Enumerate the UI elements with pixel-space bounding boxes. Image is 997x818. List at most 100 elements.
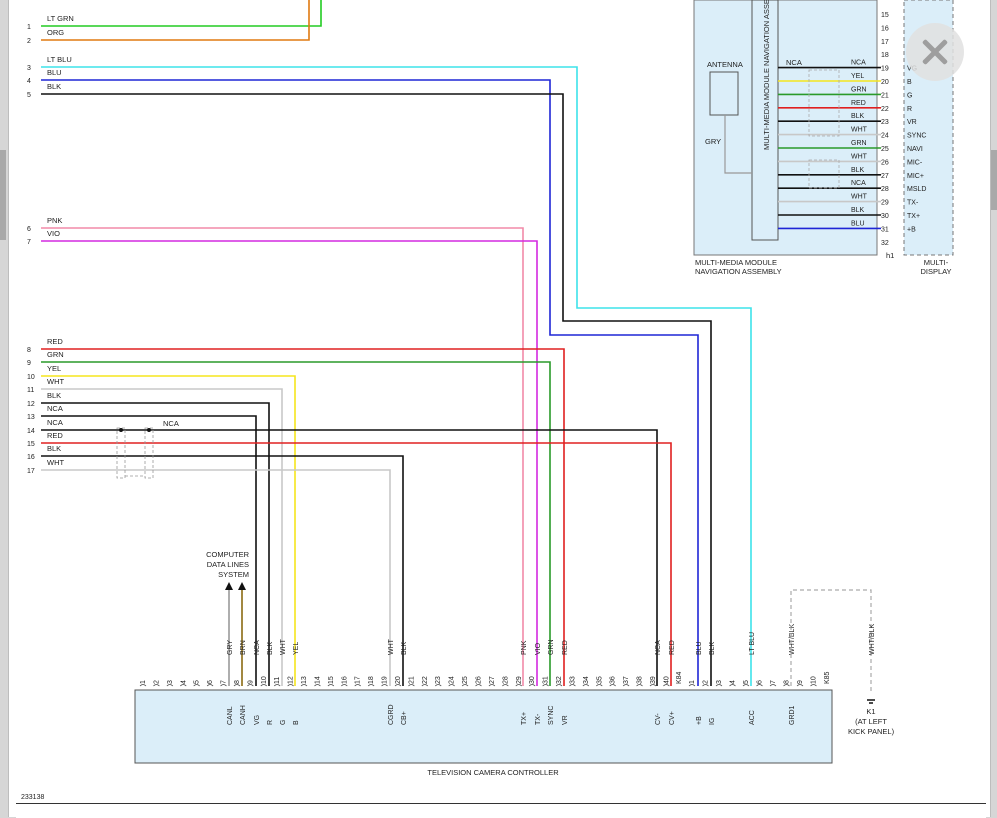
nav-title: MULTI-MEDIA MODULE <box>695 258 777 267</box>
display-pin-number: 16 <box>881 25 889 32</box>
nav-nca-label: NCA <box>786 58 802 67</box>
nav-box <box>693 0 878 256</box>
tcc-pin-number: 22 <box>422 676 429 684</box>
tcc-title: TELEVISION CAMERA CONTROLLER <box>427 768 559 777</box>
tcc-pin-number: 40 <box>663 676 670 684</box>
left-wire-color-label: VIO <box>47 229 60 238</box>
tcc-wire-color: PNK <box>521 640 528 655</box>
pin-socket <box>595 684 603 687</box>
display-pin-number: 19 <box>881 66 889 73</box>
nav-module-title: MULTI-MEDIA MODULE NAVIGATION ASSEMBLY <box>762 0 771 150</box>
tcc-pin-number: 1 <box>689 680 696 684</box>
display-pin-number: 31 <box>881 226 889 233</box>
tcc-box <box>134 689 833 764</box>
ground-wire-color: WHT/BLK <box>869 624 876 655</box>
tcc-pin-function: GRD1 <box>789 705 796 725</box>
pin-socket <box>314 684 321 687</box>
wire-wht-blk-ground <box>790 589 872 694</box>
wire-red-cv <box>41 442 672 686</box>
wire-org <box>41 0 310 41</box>
tcc-pin-number: 9 <box>797 680 804 684</box>
nav-wire-color: WHT <box>851 127 868 134</box>
pin-socket <box>179 684 187 687</box>
tcc-wire-color: LT BLU <box>749 632 756 655</box>
tcc-wire-color: WHT <box>388 638 395 655</box>
display-pin-function: B <box>907 79 912 86</box>
tcc-pin-number: 26 <box>476 676 483 684</box>
multi-display-title: DISPLAY <box>920 267 951 276</box>
display-pin-function: MIC- <box>907 159 923 166</box>
tcc-pin-number: 30 <box>529 676 536 684</box>
connector-h1: h1 <box>886 251 894 260</box>
tcc-wire-color: BRN <box>240 640 247 655</box>
tcc-pin-number: 32 <box>556 676 563 684</box>
tcc-pin-number: 6 <box>207 680 214 684</box>
tcc-pin-number: 5 <box>194 680 201 684</box>
left-wire-color-label: WHT <box>47 458 64 467</box>
left-pin-number: 7 <box>27 239 31 246</box>
display-pin-number: 25 <box>881 146 889 153</box>
pin-socket <box>502 684 509 687</box>
pin-socket <box>448 684 455 687</box>
left-pin-number: 11 <box>27 387 34 394</box>
tcc-wire-color: RED <box>562 640 569 655</box>
nav-wire-color: WHT <box>851 153 868 160</box>
left-pin-number: 2 <box>27 38 31 45</box>
pin-socket <box>287 684 294 687</box>
nav-wire-color: NCA <box>851 180 866 187</box>
pin-socket <box>688 684 696 687</box>
display-pin-function: VR <box>907 119 917 126</box>
display-pin-number: 24 <box>881 133 889 140</box>
pin-socket <box>609 684 616 687</box>
wire-grn-sync <box>41 361 551 686</box>
pin-socket <box>300 684 308 687</box>
left-wire-color-label: LT BLU <box>47 55 72 64</box>
tcc-pin-number: 37 <box>623 676 630 684</box>
pin-socket <box>341 684 348 687</box>
pin-socket <box>434 684 442 687</box>
wire-blk-r <box>41 402 270 686</box>
wire-pnk <box>41 227 524 686</box>
left-pin-number: 4 <box>27 78 31 85</box>
tcc-pin-number: 2 <box>703 680 710 684</box>
tcc-pin-function: B <box>293 720 300 725</box>
multi-display-title: MULTI- <box>924 258 949 267</box>
left-wire-color-label: ORG <box>47 28 64 37</box>
tcc-pin-number: 2 <box>153 680 160 684</box>
tcc-pin-number: 20 <box>395 676 402 684</box>
tcc-pin-number: 18 <box>368 676 375 684</box>
tcc-pin-number: 3 <box>716 680 723 684</box>
pin-socket <box>488 684 496 687</box>
left-pin-number: 13 <box>27 414 35 421</box>
tcc-pin-number: 9 <box>247 680 254 684</box>
close-button[interactable] <box>906 23 964 81</box>
tcc-pin-number: 29 <box>516 676 523 684</box>
tcc-wire-color: YEL <box>293 642 300 655</box>
nav-wire-color: BLK <box>851 113 865 120</box>
tcc-pin-function: CV- <box>655 713 662 725</box>
left-wire-color-label: NCA <box>47 404 63 413</box>
tcc-pin-number: 17 <box>355 676 362 684</box>
left-pin-number: 9 <box>27 360 31 367</box>
pin-socket <box>166 684 174 687</box>
pin-socket <box>702 684 709 687</box>
diagram-id: 233138 <box>21 794 44 801</box>
nav-wire-color: YEL <box>851 73 864 80</box>
ground-location: (AT LEFT <box>855 717 887 726</box>
left-wire-color-label: BLK <box>47 444 61 453</box>
tcc-pin-function: G <box>280 720 287 725</box>
tcc-wire-color: WHT <box>280 638 287 655</box>
display-pin-function: SYNC <box>907 133 926 140</box>
left-pin-number: 12 <box>27 401 35 408</box>
tcc-wire-color: NCA <box>655 640 662 655</box>
pin-socket <box>582 684 590 687</box>
tcc-pin-number: 10 <box>261 676 268 684</box>
left-pin-number: 17 <box>27 468 35 475</box>
tcc-pin-function: IG <box>709 718 716 725</box>
wire-vio <box>41 240 538 686</box>
tcc-pin-number: 24 <box>449 676 456 684</box>
left-wire-color-label: PNK <box>47 216 62 225</box>
wire-gry-antenna <box>724 115 752 174</box>
pin-socket <box>636 684 643 687</box>
display-pin-function: +B <box>907 226 916 233</box>
